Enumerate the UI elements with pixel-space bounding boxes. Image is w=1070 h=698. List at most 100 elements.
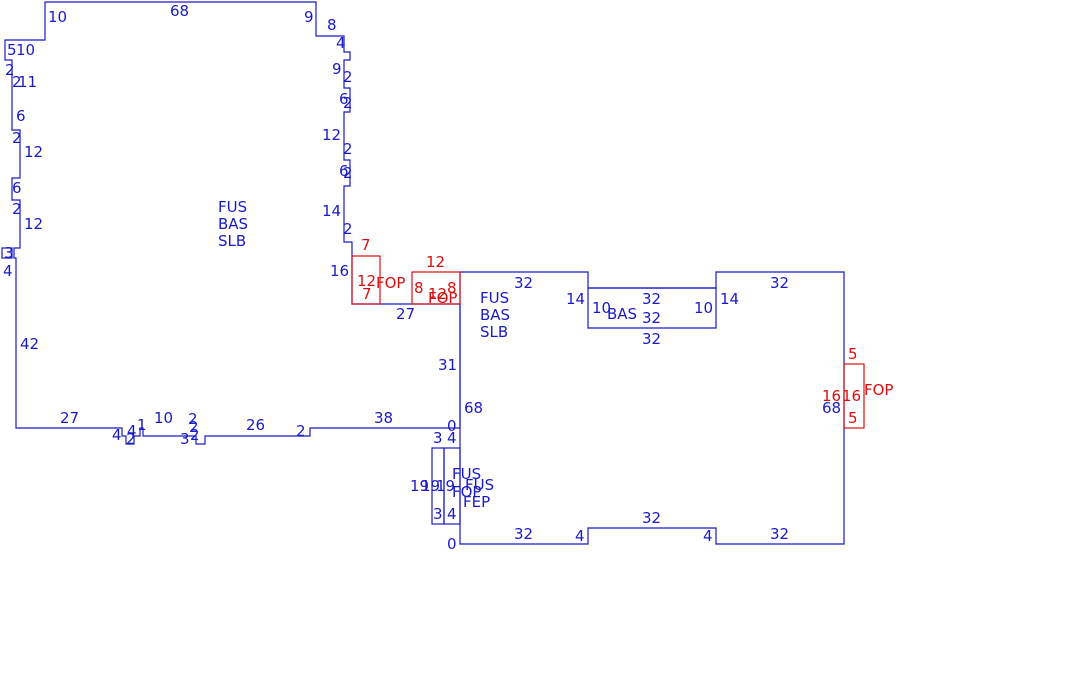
fop-mid-dimension: 8	[447, 279, 457, 297]
fus-bas-slb-main-dimension: 10	[48, 8, 67, 26]
fus-bas-slb-main-dimension: 2	[343, 220, 353, 238]
fus-bas-slb-right-dimension: 14	[566, 290, 585, 308]
fus-fop-fep-label: FOP	[452, 483, 481, 501]
fop-right-dimension: 5	[848, 345, 858, 363]
fus-bas-slb-right-dimension: 32	[642, 509, 661, 527]
fus-bas-slb-main-dimension: 2	[296, 422, 306, 440]
fus-fop-fep-dimension: 3	[433, 505, 443, 523]
fus-bas-slb-right-label: BAS	[480, 306, 510, 324]
fop-left-label: FOP	[376, 274, 405, 292]
fus-bas-slb-main-dimension: 9	[332, 60, 342, 78]
fus-bas-slb-right-dimension: 68	[822, 399, 841, 417]
fop-mid-label: FOP	[428, 289, 457, 307]
fus-bas-slb-main-dimension: 3	[180, 430, 190, 448]
fop-right-dimension: 16	[822, 387, 841, 405]
outline-fop-left	[351, 255, 381, 305]
fus-fop-fep-label: FUS	[452, 465, 481, 483]
fus-bas-slb-main-dimension: 2	[343, 94, 353, 112]
fus-bas-slb-main-dimension: 6	[339, 90, 349, 108]
fus-bas-slb-main-dimension: 38	[374, 409, 393, 427]
fus-bas-slb-main-dimension: 2	[126, 430, 136, 448]
fus-fop-fep-dimension: 19	[410, 477, 429, 495]
fus-bas-slb-main-dimension: 2	[343, 140, 353, 158]
outline-notch	[1, 247, 13, 259]
fop-left-dimension: 12	[357, 272, 376, 290]
outline-main-left	[4, 1, 461, 445]
fus-bas-slb-main-dimension: 5	[7, 41, 17, 59]
fus-bas-slb-right-dimension: 10	[592, 299, 611, 317]
fus-bas-slb-right-dimension: 3	[433, 429, 443, 447]
fus-bas-slb-main-dimension: 1	[137, 416, 147, 434]
fus-bas-slb-right-dimension: 32	[642, 290, 661, 308]
fop-right-label: FOP	[864, 381, 893, 399]
fus-bas-slb-right-dimension: 0	[447, 535, 457, 553]
fus-bas-slb-right-dimension: 32	[514, 525, 533, 543]
fop-mid-dimension: 12	[426, 253, 445, 271]
fus-bas-slb-main-dimension: 11	[18, 73, 37, 91]
fus-bas-slb-main-dimension: 9	[304, 8, 314, 26]
fus-bas-slb-main-dimension: 12	[322, 126, 341, 144]
fus-bas-slb-right-dimension: 10	[694, 299, 713, 317]
fus-bas-slb-right-dimension: 4	[703, 527, 713, 545]
fus-fop-fep-dimension: 4	[447, 505, 457, 523]
fus-fop-fep-dimension: 19	[436, 477, 455, 495]
fus-bas-slb-main-dimension: 27	[396, 305, 415, 323]
fus-bas-slb-right-dimension: 68	[464, 399, 483, 417]
fus-bas-slb-main-dimension: 2	[189, 418, 199, 436]
fus-bas-slb-main-dimension: 31	[438, 356, 457, 374]
fus-bas-slb-main-dimension: 12	[24, 215, 43, 233]
fop-mid-dimension: 12	[428, 285, 447, 303]
fus-bas-slb-right-label: SLB	[480, 323, 508, 341]
fus-fop-fep-dimension: 19	[421, 477, 440, 495]
fus-bas-slb-main-dimension: 10	[154, 409, 173, 427]
fus-bas-slb-main-dimension: 26	[246, 416, 265, 434]
blue-outlines	[1, 1, 845, 545]
outline-fop-right	[843, 363, 865, 429]
fus-bas-slb-main-dimension: 4	[112, 426, 122, 444]
fus-bas-slb-right-dimension: 32	[770, 274, 789, 292]
fus-bas-slb-right-dimension: 4	[447, 429, 457, 447]
bas-recess-dimension: 32	[642, 309, 661, 327]
fus-bas-slb-main-dimension: 2	[188, 410, 198, 428]
fus-bas-slb-main-label: BAS	[218, 215, 248, 233]
fus-bas-slb-right-dimension: 4	[575, 527, 585, 545]
fop-left-dimension: 7	[362, 285, 372, 303]
bas-recess-label: BAS	[607, 305, 637, 323]
fus-bas-slb-main-label: FUS	[218, 198, 247, 216]
outline-fop-mid	[411, 271, 461, 305]
fus-bas-slb-main-dimension: 68	[170, 2, 189, 20]
fus-bas-slb-main-dimension: 2	[190, 426, 200, 444]
fus-bas-slb-main-dimension: 14	[322, 202, 341, 220]
fus-bas-slb-right-dimension: 32	[770, 525, 789, 543]
outline-bas-recess	[587, 287, 717, 329]
fop-mid-dimension: 8	[414, 279, 424, 297]
fus-bas-slb-main-dimension: 2	[343, 68, 353, 86]
fop-right-dimension: 5	[848, 409, 858, 427]
fus-fop-fep-label: FEP	[463, 493, 490, 511]
fus-bas-slb-right-dimension: 0	[447, 417, 457, 435]
fus-bas-slb-main-dimension: 2	[5, 61, 15, 79]
fus-bas-slb-main-dimension: 12	[24, 143, 43, 161]
fus-bas-slb-main-label: SLB	[218, 232, 246, 250]
fus-bas-slb-main-dimension: 4	[3, 262, 13, 280]
fus-bas-slb-main-dimension: 2	[343, 164, 353, 182]
fus-bas-slb-right-dimension: 32	[642, 330, 661, 348]
fus-bas-slb-main-dimension: 27	[60, 409, 79, 427]
fop-right-dimension: 16	[842, 387, 861, 405]
fus-bas-slb-main-dimension: 10	[16, 41, 35, 59]
fus-bas-slb-main-dimension: 16	[330, 262, 349, 280]
fus-bas-slb-right-label: FUS	[480, 289, 509, 307]
red-outlines	[351, 255, 865, 429]
fop-left-dimension: 7	[361, 236, 371, 254]
fus-fop-fep-label: FUS	[465, 476, 494, 494]
fus-bas-slb-right-dimension: 32	[514, 274, 533, 292]
fus-bas-slb-main-dimension: 6	[16, 107, 26, 125]
fus-bas-slb-main-dimension: 4	[127, 422, 137, 440]
fus-bas-slb-right-dimension: 14	[720, 290, 739, 308]
fus-bas-slb-main-dimension: 6	[12, 179, 22, 197]
fus-bas-slb-main-dimension: 42	[20, 335, 39, 353]
fus-bas-slb-main-dimension: 8	[327, 16, 337, 34]
fus-bas-slb-main-dimension: 2	[12, 129, 22, 147]
